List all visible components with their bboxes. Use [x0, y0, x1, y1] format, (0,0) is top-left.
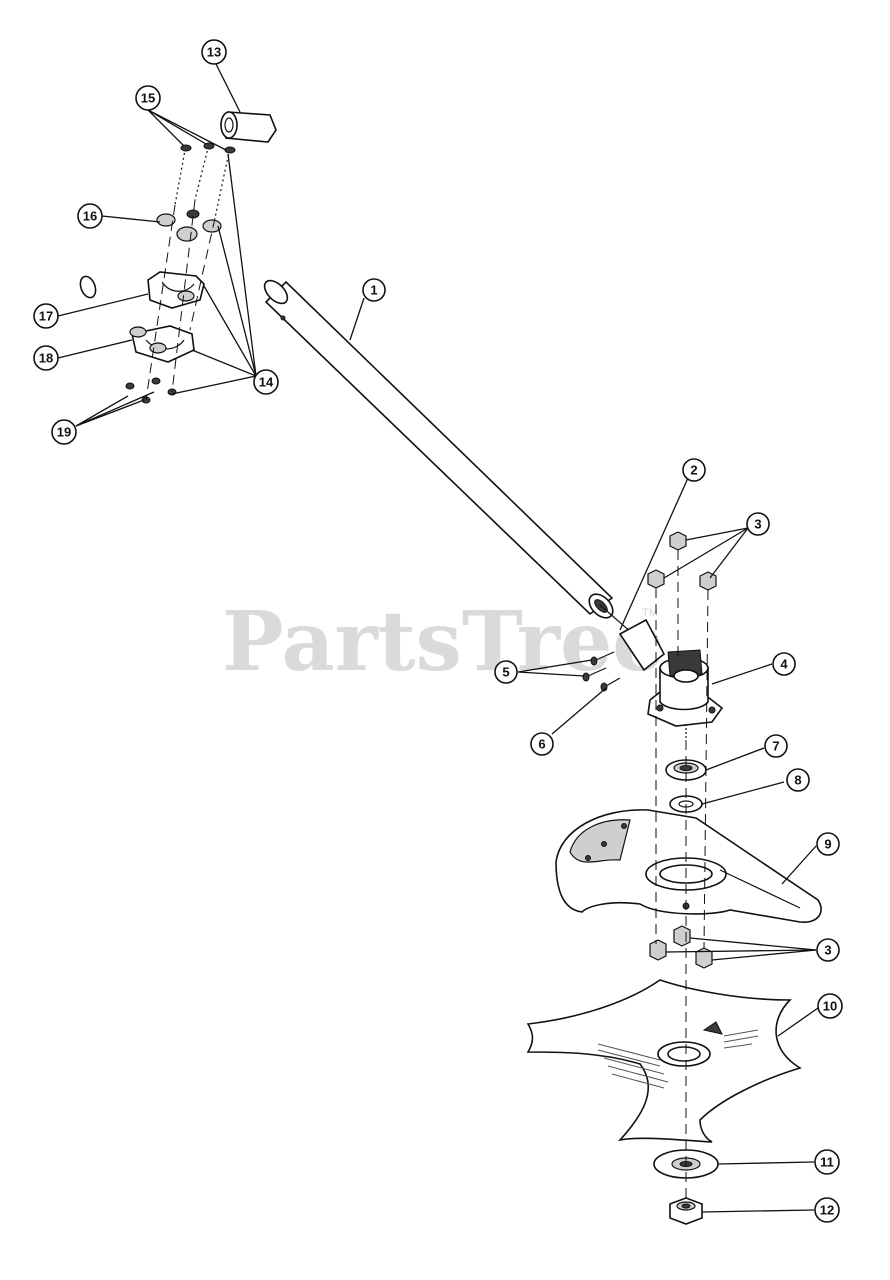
svg-text:3: 3 — [754, 517, 761, 532]
svg-text:8: 8 — [794, 773, 801, 788]
callout-10: 10 — [817, 993, 843, 1019]
callout-7: 7 — [764, 734, 788, 758]
watermark-trademark: TM — [642, 607, 658, 619]
part-1-shaft — [263, 279, 614, 619]
callout-6: 6 — [530, 732, 554, 756]
part-3-upper-nuts — [647, 531, 717, 591]
callout-14: 14 — [253, 369, 279, 395]
callout-8: 8 — [786, 768, 810, 792]
svg-text:13: 13 — [207, 45, 221, 60]
svg-text:2: 2 — [690, 463, 697, 478]
part-12-nut — [669, 1197, 703, 1225]
svg-text:3: 3 — [824, 943, 831, 958]
callout-2: 2 — [682, 458, 706, 482]
part-3-lower-bolts — [649, 925, 713, 969]
part-15-screws — [173, 142, 236, 219]
callout-4: 4 — [772, 652, 796, 676]
part-5-6-screws — [582, 651, 621, 692]
callout-19: 19 — [51, 419, 77, 445]
svg-text:14: 14 — [259, 375, 274, 390]
callouts: 1 2 3 3 4 5 6 7 — [33, 39, 843, 1223]
callout-17: 17 — [33, 303, 59, 329]
callout-3-upper: 3 — [746, 512, 770, 536]
svg-text:11: 11 — [820, 1155, 834, 1170]
callout-16: 16 — [77, 203, 103, 229]
callout-12: 12 — [814, 1197, 840, 1223]
callout-11: 11 — [814, 1149, 840, 1175]
callout-3-lower: 3 — [816, 938, 840, 962]
callout-5: 5 — [494, 660, 518, 684]
callout-13: 13 — [201, 39, 227, 65]
callout-15: 15 — [135, 85, 161, 111]
svg-text:1: 1 — [370, 283, 377, 298]
svg-text:16: 16 — [83, 209, 97, 224]
svg-text:17: 17 — [39, 309, 53, 324]
callout-18: 18 — [33, 345, 59, 371]
svg-text:6: 6 — [538, 737, 545, 752]
part-16-17-upper-clamp — [147, 209, 222, 309]
svg-text:12: 12 — [820, 1203, 834, 1218]
part-4-gearbox — [618, 618, 724, 740]
head-centerlines — [655, 550, 709, 1198]
part-10-blade — [526, 979, 802, 1143]
blade-warning-lines — [597, 1029, 759, 1089]
svg-text:15: 15 — [141, 91, 155, 106]
svg-text:7: 7 — [772, 739, 779, 754]
svg-text:19: 19 — [57, 425, 71, 440]
svg-text:5: 5 — [502, 665, 509, 680]
callout-1: 1 — [362, 278, 386, 302]
svg-text:9: 9 — [824, 837, 831, 852]
leader-lines — [57, 59, 819, 1213]
svg-text:18: 18 — [39, 351, 53, 366]
part-9-blade-guard — [555, 809, 822, 923]
clamp-centerlines — [145, 199, 216, 401]
part-13-handle-bar — [79, 110, 322, 299]
svg-text:10: 10 — [823, 999, 837, 1014]
svg-text:4: 4 — [780, 657, 788, 672]
callout-9: 9 — [816, 832, 840, 856]
